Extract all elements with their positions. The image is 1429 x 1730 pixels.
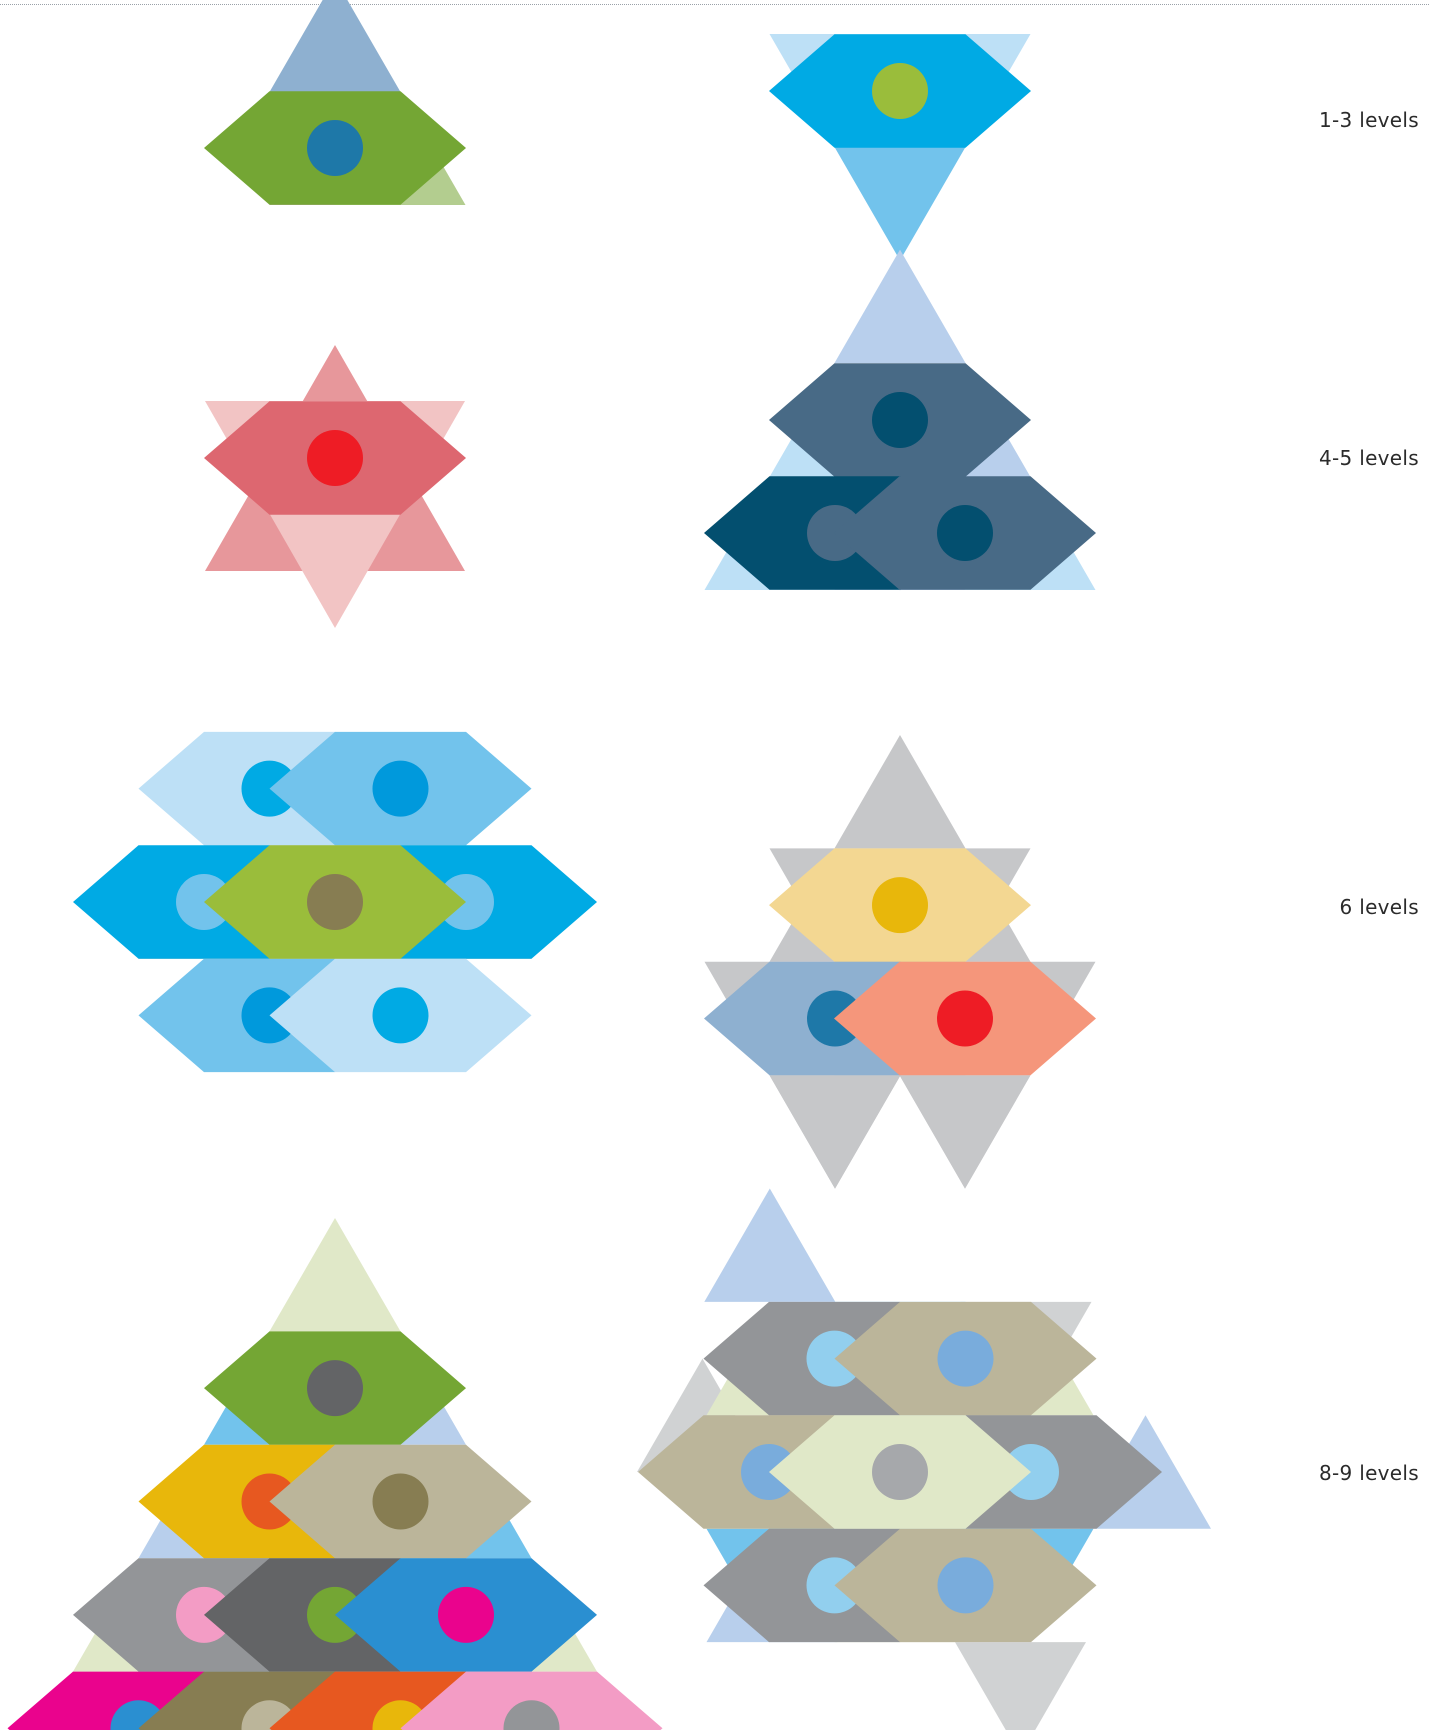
figure-1-3-inverted-triangle (769, 34, 1031, 260)
down-triangle-tile (955, 1642, 1086, 1730)
center-dot (373, 1474, 429, 1530)
figure-4-5-star (204, 345, 466, 628)
figure-1-3-triangle (204, 0, 466, 205)
up-triangle-tile (835, 250, 966, 363)
down-triangle-tile (900, 1075, 1031, 1188)
figure-4-5-triangle (704, 250, 1096, 591)
figure-6-flower (73, 732, 597, 1072)
up-triangle-tile (270, 0, 401, 92)
center-dot (938, 1331, 994, 1387)
level-label-6: 6 levels (1340, 897, 1419, 917)
center-dot (307, 1360, 363, 1416)
center-dot (373, 987, 429, 1043)
down-triangle-tile (770, 1075, 901, 1188)
center-dot (872, 877, 928, 933)
center-dot (872, 63, 928, 119)
center-dot (937, 991, 993, 1047)
figure-8-9-rosette (637, 1189, 1211, 1730)
up-triangle-tile (704, 1189, 835, 1302)
center-dot (937, 505, 993, 561)
figure-6-triad (704, 735, 1096, 1189)
level-label-1-3: 1-3 levels (1319, 110, 1419, 130)
center-dot (938, 1557, 994, 1613)
center-dot (373, 761, 429, 817)
center-dot (307, 120, 363, 176)
center-dot (872, 1444, 928, 1500)
center-dot (872, 392, 928, 448)
up-triangle-tile (835, 735, 966, 848)
level-label-8-9: 8-9 levels (1319, 1463, 1419, 1483)
center-dot (307, 874, 363, 930)
up-triangle-tile (270, 1218, 401, 1331)
figure-8-9-pyramid (8, 1218, 663, 1730)
center-dot (438, 1587, 494, 1643)
center-dot (307, 430, 363, 486)
down-triangle-tile (835, 147, 966, 260)
level-label-4-5: 4-5 levels (1319, 448, 1419, 468)
